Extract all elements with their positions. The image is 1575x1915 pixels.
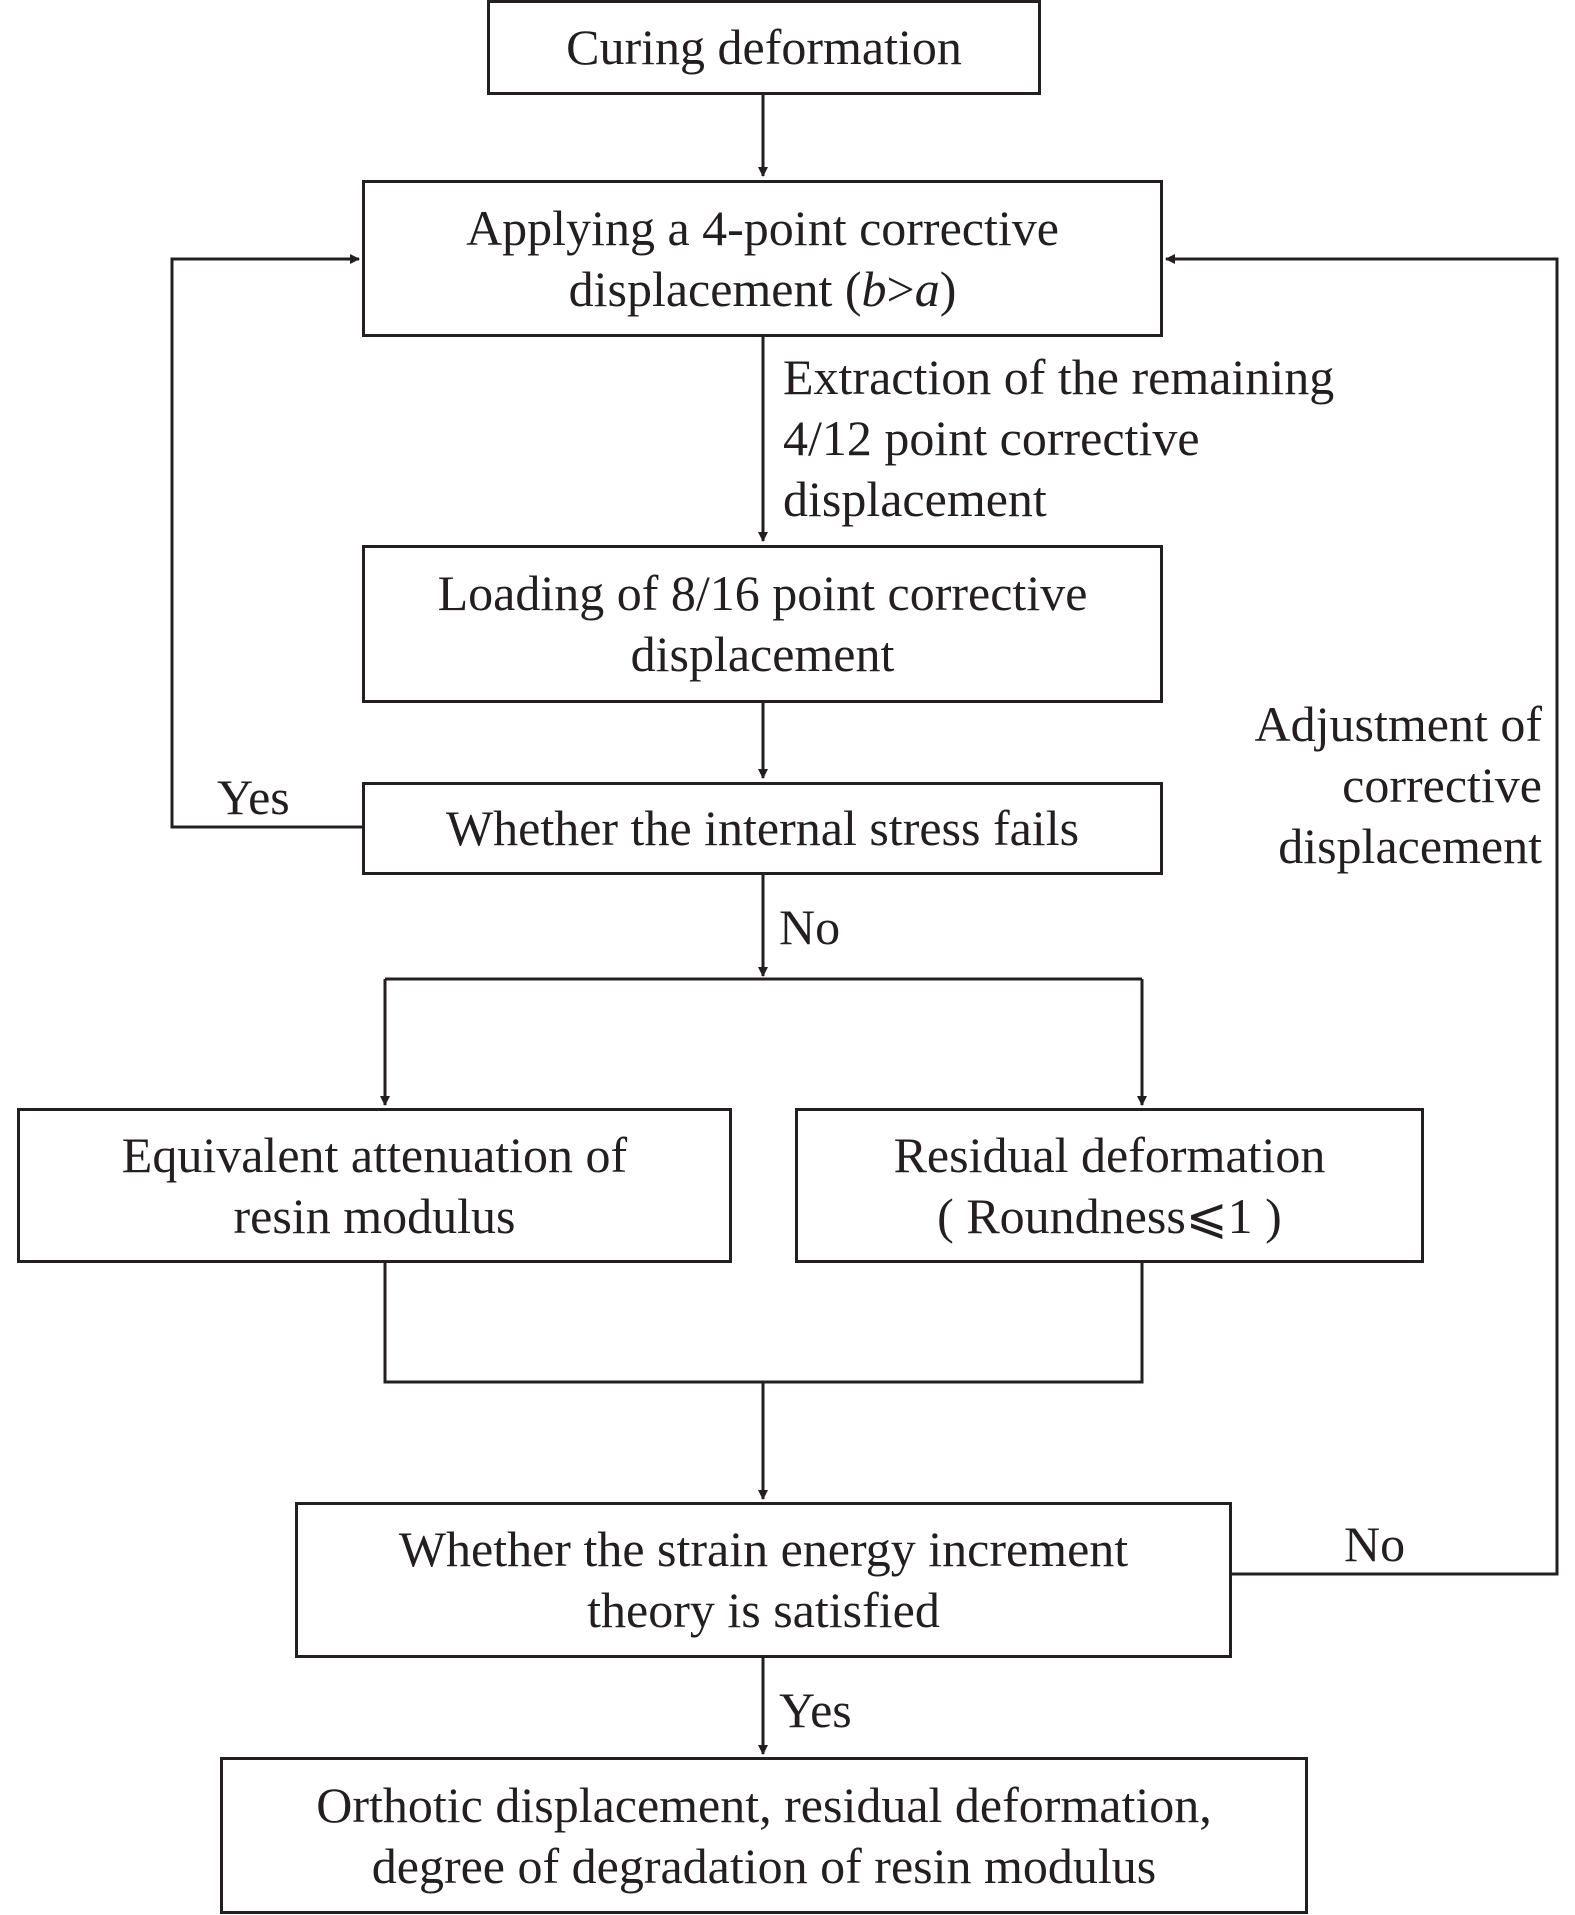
node-result: Orthotic displacement, residual deformat… <box>220 1757 1308 1914</box>
edge-label-stress-yes: Yes <box>217 769 290 825</box>
edge-label-stress-no: No <box>779 899 841 955</box>
node-apply-line1: Applying a 4-point corrective <box>466 199 1059 256</box>
merge-line <box>383 1262 1144 1384</box>
node-residual-deformation: Residual deformation ( Roundness⩽1 ) <box>795 1108 1424 1263</box>
node-result-line1: Orthotic displacement, residual deformat… <box>316 1776 1212 1833</box>
node-curing-label: Curing deformation <box>566 19 962 75</box>
arrow-stress-yes-loop <box>170 254 362 829</box>
node-energy-line2: theory is satisfied <box>587 1582 940 1638</box>
node-result-line2: degree of degradation of resin modulus <box>371 1837 1157 1894</box>
arrow-energy-no-loop <box>1165 254 1559 1576</box>
node-curing-deformation: Curing deformation <box>487 0 1041 95</box>
node-attenuation-line1: Equivalent attenuation of <box>121 1126 628 1183</box>
edge-label-extraction: Extraction of the remaining 4/12 point c… <box>783 349 1335 527</box>
edge-label-energy-yes: Yes <box>779 1682 852 1738</box>
node-loading-corrective-displacement: Loading of 8/16 point corrective displac… <box>362 545 1163 703</box>
edge-label-energy-no: No <box>1344 1516 1406 1572</box>
node-attenuation-line2: resin modulus <box>233 1187 516 1244</box>
node-stress-label: Whether the internal stress fails <box>445 800 1080 856</box>
node-loading-line2: displacement <box>630 626 895 682</box>
node-apply-corrective-displacement: Applying a 4-point corrective displaceme… <box>362 180 1163 337</box>
node-internal-stress-check: Whether the internal stress fails <box>362 782 1163 875</box>
node-strain-energy-check: Whether the strain energy increment theo… <box>295 1502 1232 1658</box>
node-loading-line1: Loading of 8/16 point corrective <box>437 565 1088 621</box>
node-energy-line1: Whether the strain energy increment <box>398 1521 1129 1577</box>
node-apply-line2: displacement (b>a) <box>568 260 957 317</box>
node-equivalent-attenuation: Equivalent attenuation of resin modulus <box>17 1108 732 1263</box>
node-residual-line1: Residual deformation <box>893 1126 1326 1183</box>
edge-label-adjustment: Adjustment of corrective displacement <box>1254 696 1542 874</box>
node-residual-line2: ( Roundness⩽1 ) <box>937 1187 1282 1244</box>
